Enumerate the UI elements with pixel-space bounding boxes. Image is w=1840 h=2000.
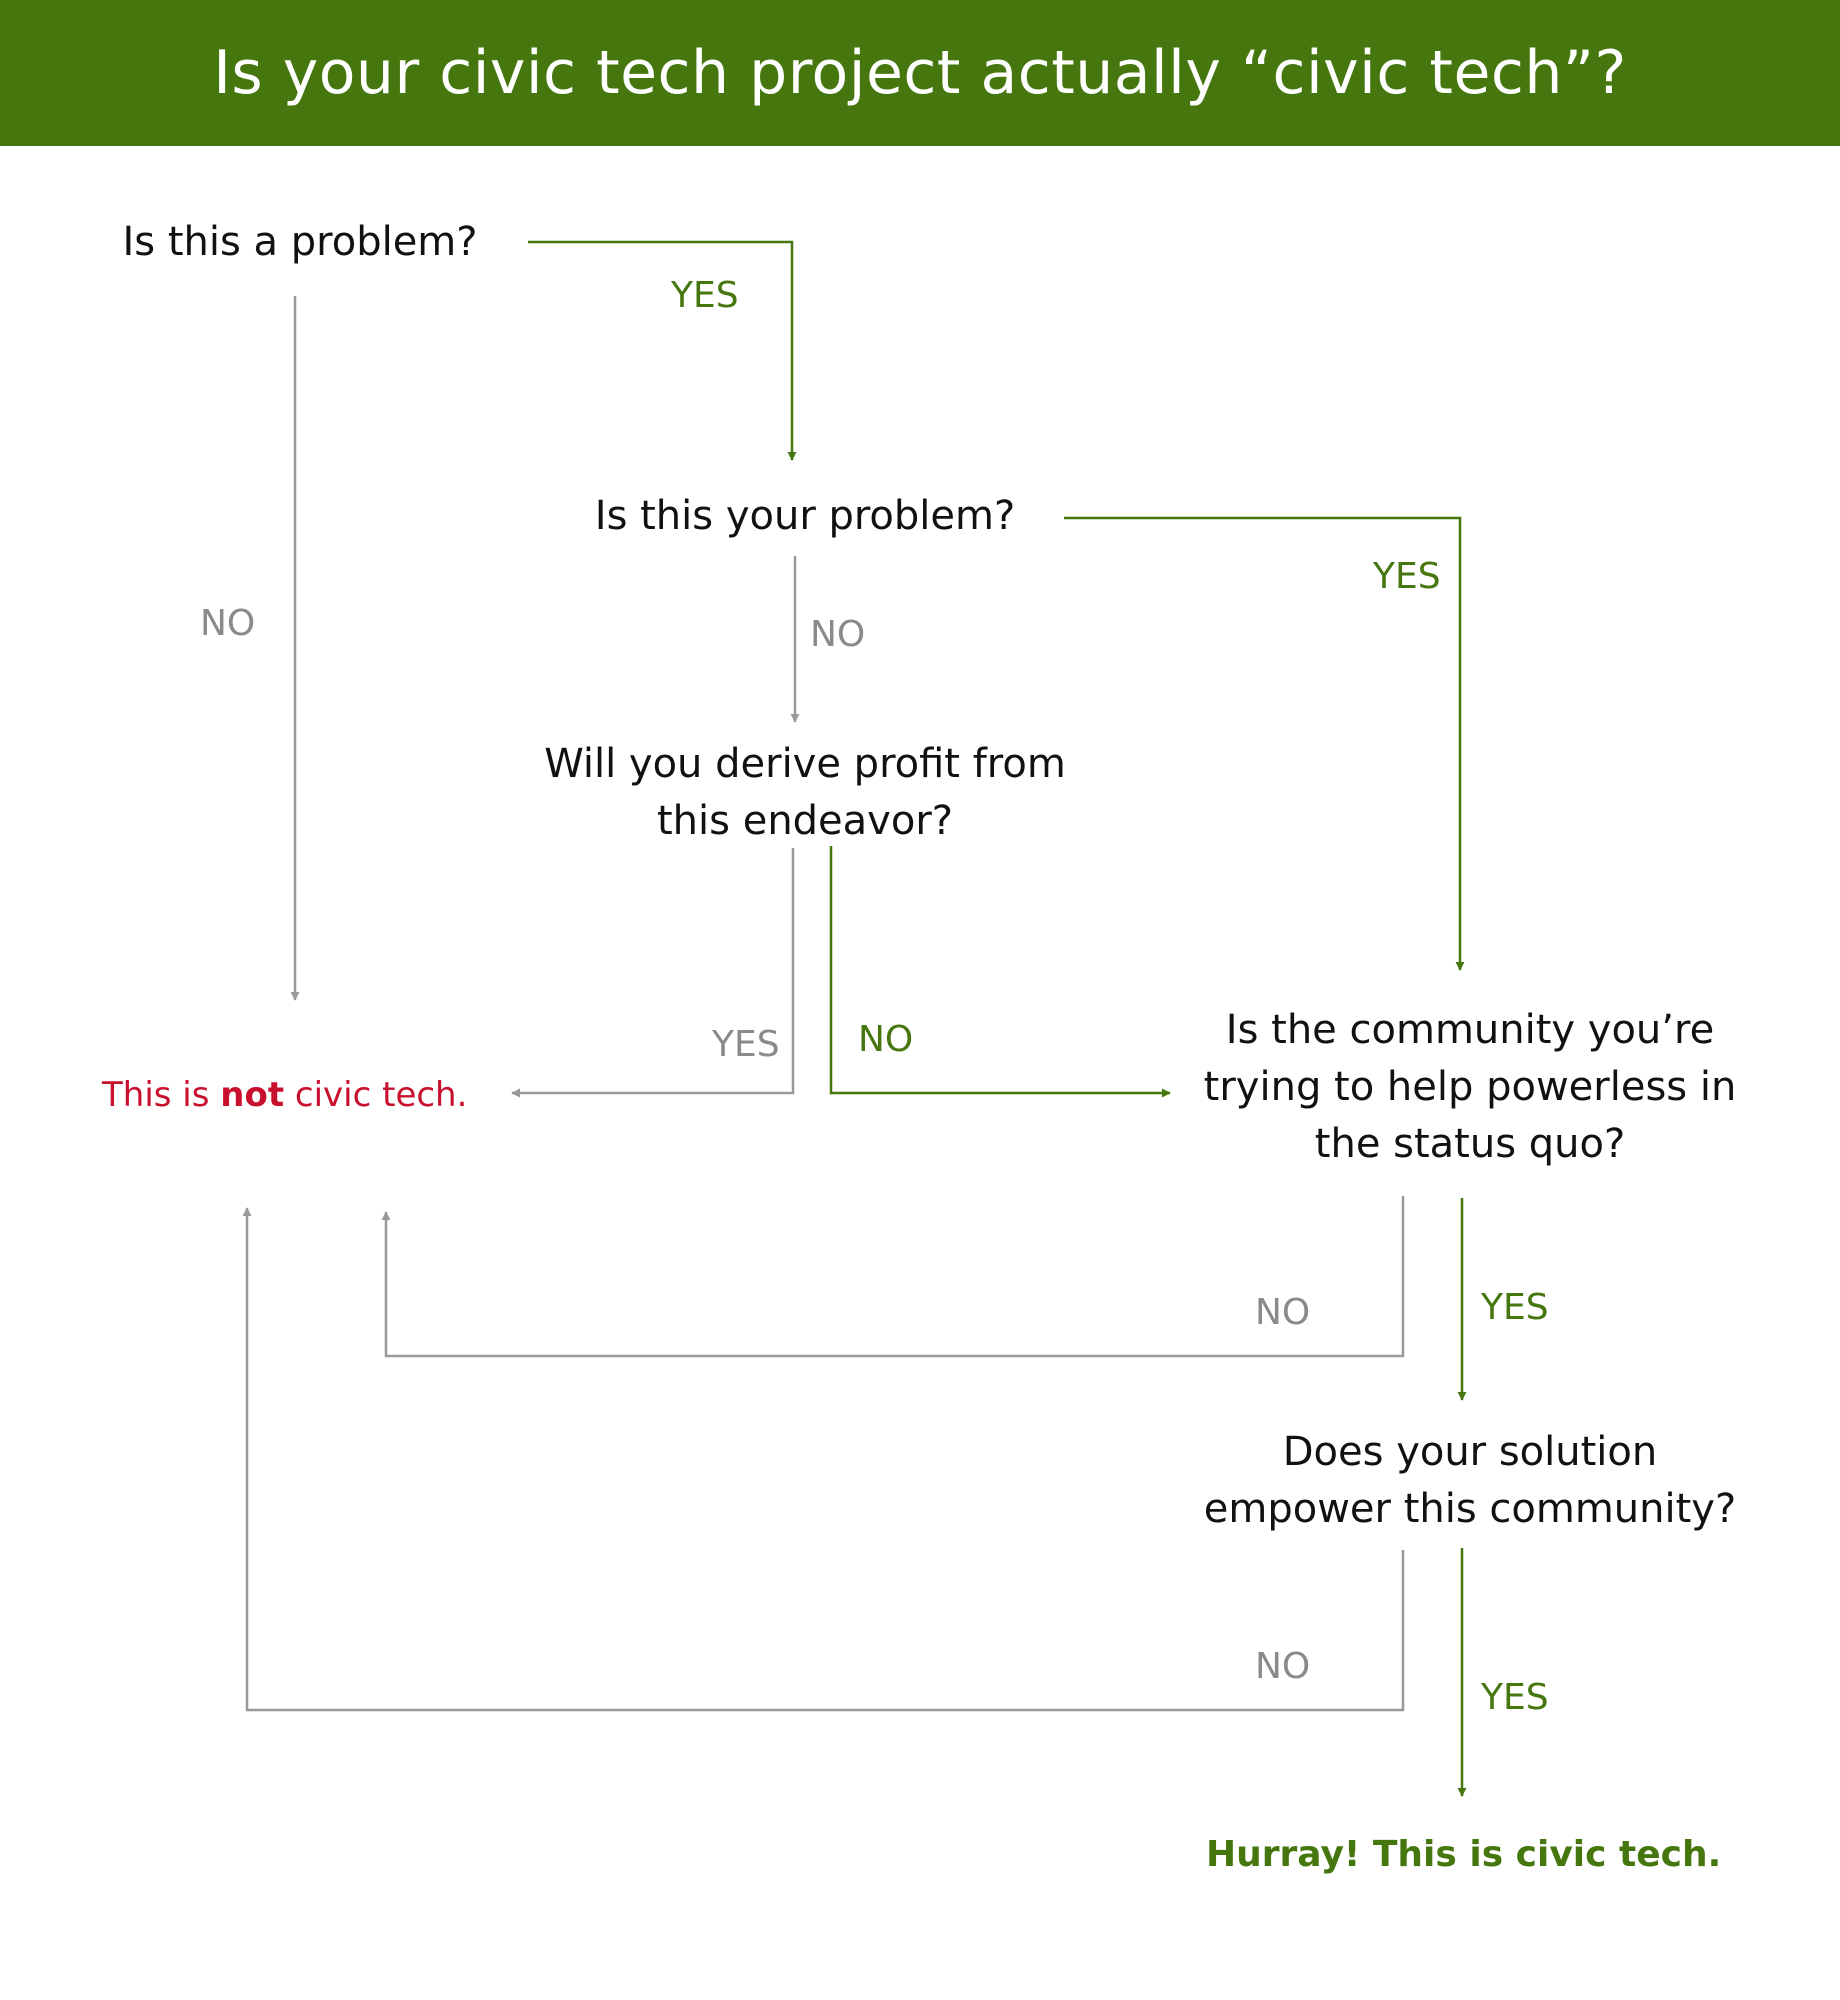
outcome-not-civic-tech: This is not civic tech. xyxy=(102,1075,467,1115)
edge-q4-no xyxy=(381,1196,1405,1358)
question-text-line: this endeavor? xyxy=(657,798,953,844)
question-text-line: empower this community? xyxy=(1203,1486,1737,1532)
edge-q3-no xyxy=(829,846,1171,1098)
edge-q3-yes xyxy=(511,848,795,1098)
label-q5-yes: YES xyxy=(1481,1677,1549,1718)
edge-q5-no xyxy=(242,1207,1405,1712)
edge-q1-yes xyxy=(528,240,797,461)
label-q1-yes: YES xyxy=(671,275,739,316)
outcome-not-suffix: civic tech. xyxy=(284,1075,468,1115)
question-text-line: Is the community you’re xyxy=(1225,1007,1715,1053)
page-title: Is your civic tech project actually “civ… xyxy=(213,38,1627,108)
question-text-line: Does your solution xyxy=(1282,1429,1658,1475)
question-is-this-a-problem: Is this a problem? xyxy=(90,214,510,271)
edge-q2-yes xyxy=(1064,516,1465,971)
question-community-powerless: Is the community you’re trying to help p… xyxy=(1180,1002,1760,1173)
outcome-civic-tech: Hurray! This is civic tech. xyxy=(1206,1834,1722,1875)
question-text-line: trying to help powerless in xyxy=(1203,1064,1737,1110)
question-text-line: the status quo? xyxy=(1314,1121,1626,1167)
outcome-not-emphasis: not xyxy=(220,1075,285,1115)
label-q2-no: NO xyxy=(810,614,866,655)
label-q3-no: NO xyxy=(858,1019,914,1060)
outcome-not-prefix: This is xyxy=(102,1075,221,1115)
label-q4-no: NO xyxy=(1255,1292,1311,1333)
label-q2-yes: YES xyxy=(1373,556,1441,597)
question-is-this-your-problem: Is this your problem? xyxy=(570,488,1040,545)
question-text: Is this a problem? xyxy=(122,219,478,265)
label-q5-no: NO xyxy=(1255,1646,1311,1687)
question-derive-profit: Will you derive profit from this endeavo… xyxy=(520,736,1090,850)
question-text-line: Will you derive profit from xyxy=(544,741,1066,787)
label-q1-no: NO xyxy=(200,603,256,644)
title-bar: Is your civic tech project actually “civ… xyxy=(0,0,1840,146)
label-q3-yes: YES xyxy=(712,1024,780,1065)
question-solution-empower: Does your solution empower this communit… xyxy=(1180,1424,1760,1538)
label-q4-yes: YES xyxy=(1481,1287,1549,1328)
question-text: Is this your problem? xyxy=(594,493,1016,539)
